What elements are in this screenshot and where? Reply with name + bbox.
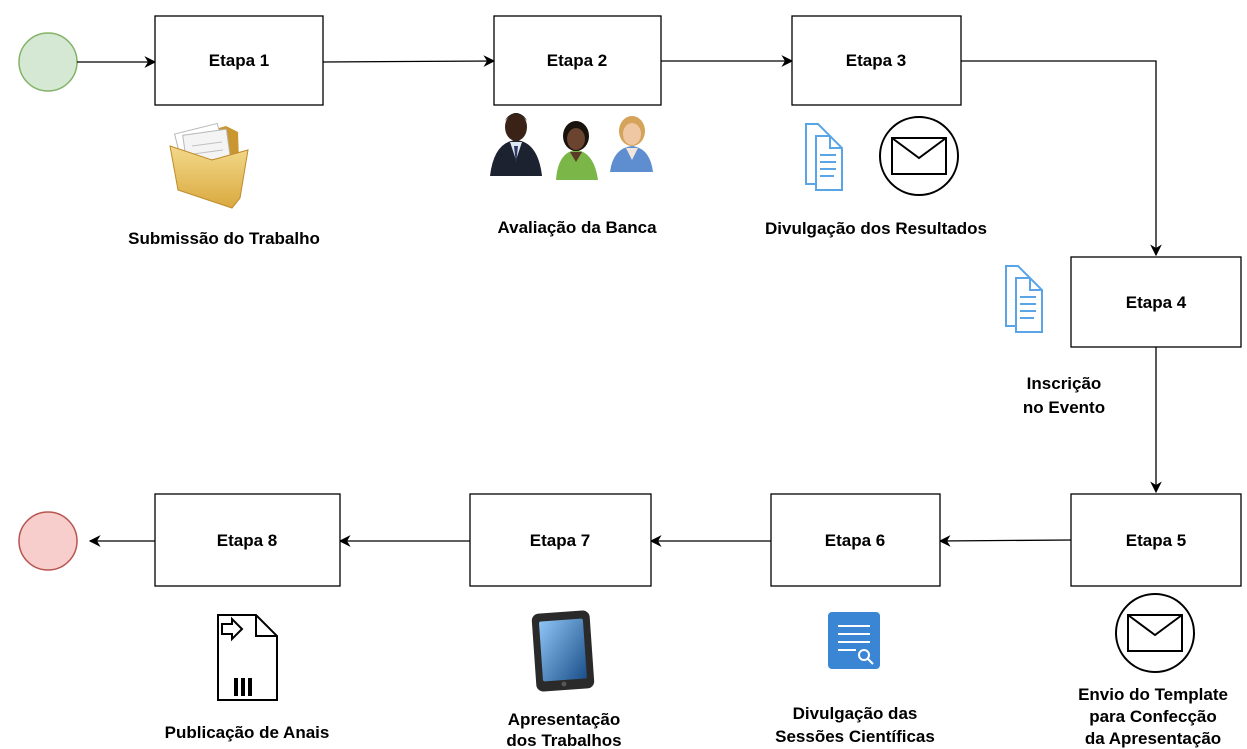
caption-inscricao-line-1: Inscrição <box>1027 374 1102 393</box>
folder-icon <box>169 122 249 209</box>
envelope-icon <box>1115 593 1195 673</box>
tablet-icon <box>531 610 595 692</box>
document-icon <box>1005 265 1043 333</box>
step-box-etapa-2 <box>493 15 662 106</box>
caption-inscricao-line-2: no Evento <box>1023 398 1105 417</box>
caption-publicacao: Publicação de Anais <box>165 723 330 742</box>
caption-envio-line-3: da Apresentação <box>1085 729 1221 748</box>
arrow-etapa-1-to-etapa-2 <box>322 55 496 67</box>
search-document-icon <box>828 612 880 669</box>
step-box-etapa-4 <box>1070 256 1242 348</box>
step-boxes <box>154 15 1242 587</box>
step-label-etapa-8: Etapa 8 <box>217 531 277 550</box>
step-label-etapa-3: Etapa 3 <box>846 51 906 70</box>
step-label-etapa-7: Etapa 7 <box>530 531 590 550</box>
connectors <box>77 55 1162 547</box>
caption-divulgacao-resultados: Divulgação dos Resultados <box>765 219 987 238</box>
caption-envio-line-1: Envio do Template <box>1078 685 1228 704</box>
step-box-etapa-3 <box>791 15 962 106</box>
caption-avaliacao: Avaliação da Banca <box>497 218 657 237</box>
start-circle <box>18 32 78 92</box>
caption-envio-line-2: para Confecção <box>1089 707 1217 726</box>
caption-divulgacao-sessoes-line-1: Divulgação das <box>793 704 918 723</box>
step-box-etapa-1 <box>154 15 324 106</box>
arrow-etapa-5-to-etapa-6 <box>938 535 1072 547</box>
barcode-document-icon <box>217 614 278 701</box>
caption-divulgacao-sessoes-line-2: Sessões Científicas <box>775 727 935 746</box>
step-label-etapa-6: Etapa 6 <box>825 531 885 550</box>
caption-apresentacao-line-2: dos Trabalhos <box>506 731 621 749</box>
caption-apresentacao-line-1: Apresentação <box>508 710 620 729</box>
step-label-etapa-2: Etapa 2 <box>547 51 607 70</box>
arrow-etapa-3-to-etapa-4 <box>961 60 1162 257</box>
step-label-etapa-4: Etapa 4 <box>1126 293 1187 312</box>
people-icon <box>490 113 653 180</box>
step-box-etapa-7 <box>469 493 652 587</box>
step-label-etapa-1: Etapa 1 <box>209 51 269 70</box>
caption-submissao: Submissão do Trabalho <box>128 229 320 248</box>
envelope-icon <box>879 116 959 196</box>
step-box-etapa-8 <box>154 493 341 587</box>
step-label-etapa-5: Etapa 5 <box>1126 531 1186 550</box>
document-icon <box>805 123 843 191</box>
step-box-etapa-5 <box>1070 493 1242 587</box>
step-box-etapa-6 <box>770 493 941 587</box>
end-circle <box>18 511 78 571</box>
